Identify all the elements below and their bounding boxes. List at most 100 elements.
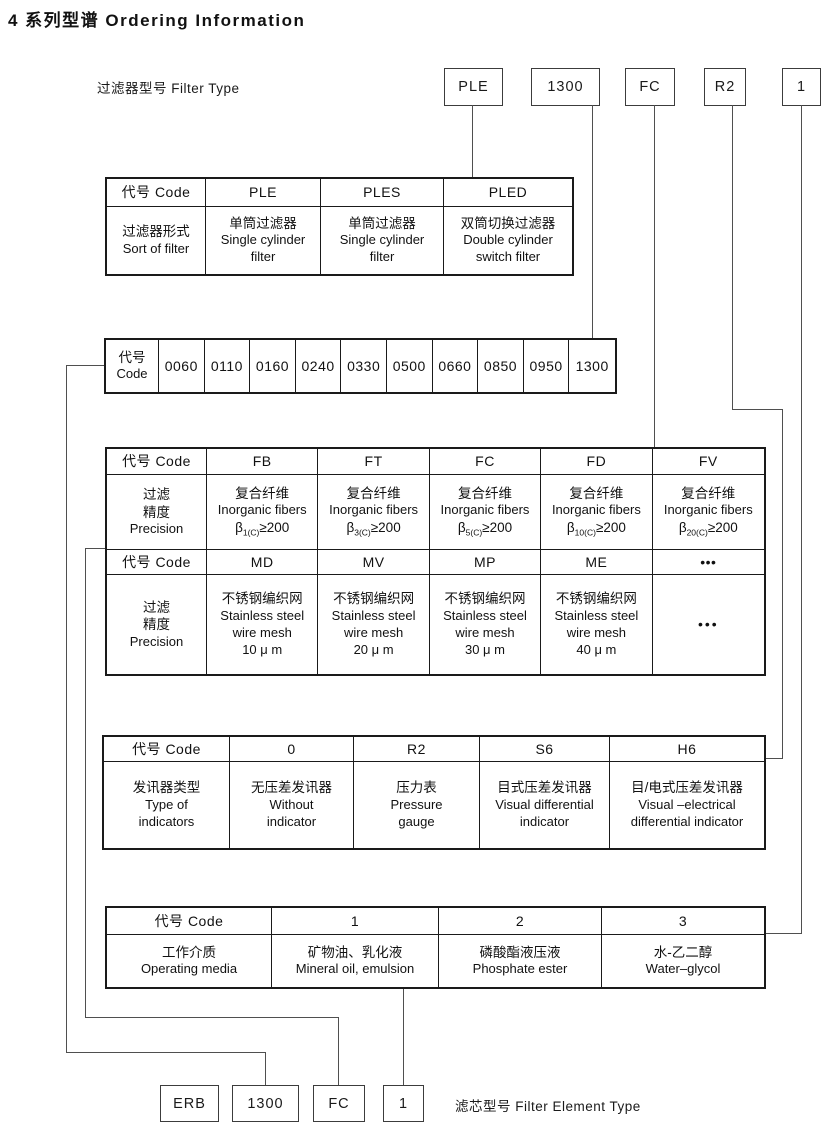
body-cell-ples: 单筒过滤器 Single cylinder filter bbox=[321, 207, 444, 274]
cell-en: switch filter bbox=[475, 249, 541, 265]
header-text: FV bbox=[698, 453, 718, 470]
cell-cn: 目/电式压差发讯器 bbox=[631, 780, 743, 796]
connector-1300-line bbox=[592, 105, 593, 338]
connector-r2-line-h1 bbox=[732, 409, 783, 410]
body-cell-fv: 复合纤维 Inorganic fibers β20(C)≥200 bbox=[652, 475, 764, 550]
header-text: ME bbox=[585, 553, 608, 570]
header-text: 代号 Code bbox=[121, 184, 191, 201]
cell-en: Inorganic fibers bbox=[217, 502, 307, 518]
body-cell-0: 无压差发讯器 Without indicator bbox=[230, 762, 354, 848]
row-label-en: Operating media bbox=[140, 961, 238, 977]
size-cell: 1300 bbox=[569, 340, 615, 392]
header-text: R2 bbox=[407, 740, 426, 757]
cell-en: indicator bbox=[519, 813, 570, 829]
connector-1-line-v bbox=[801, 105, 802, 933]
header-cell-me: ME bbox=[541, 550, 653, 575]
cell-en: Stainless steel bbox=[554, 607, 639, 623]
cell-cn: 无压差发讯器 bbox=[251, 780, 332, 796]
cell-en: Water–glycol bbox=[645, 961, 721, 977]
body-cell-ft: 复合纤维 Inorganic fibers β3(C)≥200 bbox=[318, 475, 430, 550]
row-label-cn: 过滤 bbox=[143, 487, 170, 502]
body-cell-r2: 压力表 Pressure gauge bbox=[354, 762, 480, 848]
size-text: 0110 bbox=[210, 357, 243, 374]
page-title: 4 系列型谱 Ordering Information bbox=[8, 11, 306, 30]
size-text: 0950 bbox=[529, 357, 563, 374]
header-text: MV bbox=[362, 553, 385, 570]
model-box-1: 1 bbox=[782, 68, 821, 106]
cell-en: Without bbox=[269, 796, 314, 812]
row-label-cn: 工作介质 bbox=[162, 944, 216, 960]
size-cell: 0240 bbox=[296, 340, 342, 392]
header-text: H6 bbox=[677, 740, 697, 757]
element-box-1-text: 1 bbox=[398, 1095, 409, 1112]
cell-en: Visual differential bbox=[495, 796, 594, 812]
cell-en: filter bbox=[369, 249, 395, 265]
size-cell: 0660 bbox=[433, 340, 479, 392]
header-text: FC bbox=[475, 453, 495, 470]
body-cell-fb: 复合纤维 Inorganic fibers β1(C)≥200 bbox=[207, 475, 319, 550]
cell-cn: 不锈钢编织网 bbox=[555, 591, 637, 607]
mesh-size: 10 μ m bbox=[242, 641, 283, 657]
cell-en: gauge bbox=[398, 813, 435, 829]
connector-r2-line-v2 bbox=[782, 409, 783, 758]
header-text: 3 bbox=[678, 912, 688, 929]
cell-en: Inorganic fibers bbox=[551, 502, 641, 518]
size-cell: 0950 bbox=[524, 340, 570, 392]
size-text: 1300 bbox=[575, 357, 609, 374]
cell-en: Single cylinder bbox=[339, 232, 425, 248]
size-text: 0850 bbox=[483, 357, 518, 374]
cell-en: filter bbox=[250, 249, 276, 265]
row-label-cn: 发讯器类型 bbox=[132, 780, 201, 796]
header-cell-code: 代号 Code bbox=[107, 449, 207, 475]
connector-precision-line-h2 bbox=[85, 1017, 339, 1018]
cell-cn: 矿物油、乳化液 bbox=[307, 944, 403, 960]
media-table: 代号 Code 1 2 3 工作介质 Operating media 矿物油、乳… bbox=[105, 906, 766, 989]
cell-en: wire mesh bbox=[232, 624, 292, 640]
ellipsis-text: ••• bbox=[700, 553, 717, 570]
cell-en: Stainless steel bbox=[220, 607, 305, 623]
header-cell-mp: MP bbox=[429, 550, 542, 575]
size-cell: 0850 bbox=[478, 340, 524, 392]
precision-table: 代号 Code FB FT FC FD FV 过滤 精度 Precision 复… bbox=[105, 447, 766, 676]
cell-cn: 单筒过滤器 bbox=[348, 215, 416, 231]
connector-r2-line-h2 bbox=[762, 758, 783, 759]
header-cell-code: 代号 Code bbox=[107, 550, 207, 575]
header-text: 代号 Code bbox=[122, 553, 191, 570]
cell-cn: 双筒切换过滤器 bbox=[460, 215, 556, 231]
code-label-cell: 代号 Code bbox=[106, 340, 159, 392]
size-text: 0160 bbox=[255, 357, 290, 374]
connector-precision-line-v1 bbox=[85, 548, 86, 1018]
cell-en: wire mesh bbox=[343, 624, 404, 640]
size-cell: 0330 bbox=[341, 340, 387, 392]
connector-size-line-h1 bbox=[66, 365, 105, 366]
element-box-1300: 1300 bbox=[232, 1085, 299, 1122]
cell-en: wire mesh bbox=[455, 624, 515, 640]
filter-type-label: 过滤器型号 Filter Type bbox=[97, 81, 240, 96]
body-cell-me: 不锈钢编织网 Stainless steel wire mesh 40 μ m bbox=[541, 575, 653, 674]
size-cell: 0500 bbox=[387, 340, 433, 392]
code-label-en: Code bbox=[116, 366, 148, 382]
connector-precision-line-h1 bbox=[85, 548, 105, 549]
body-cell-md: 不锈钢编织网 Stainless steel wire mesh 10 μ m bbox=[207, 575, 319, 674]
header-text: FT bbox=[364, 453, 383, 470]
size-cell: 0060 bbox=[159, 340, 205, 392]
header-text: 1 bbox=[350, 912, 360, 929]
header-text: MP bbox=[473, 553, 496, 570]
header-cell-fb: FB bbox=[207, 449, 319, 475]
header-cell-ft: FT bbox=[318, 449, 430, 475]
row-label-cell: 过滤 精度 Precision bbox=[107, 575, 207, 674]
header-text: FB bbox=[252, 453, 272, 470]
connector-size-line-v2 bbox=[265, 1052, 266, 1085]
row-label-cell: 发讯器类型 Type of indicators bbox=[104, 762, 230, 848]
header-cell-ples: PLES bbox=[321, 179, 444, 207]
header-text: 0 bbox=[287, 740, 296, 757]
size-cell: 0110 bbox=[205, 340, 251, 392]
body-cell-fd: 复合纤维 Inorganic fibers β10(C)≥200 bbox=[541, 475, 653, 550]
row-label-cn: 精度 bbox=[143, 617, 170, 633]
header-cell-2: 2 bbox=[439, 908, 602, 935]
header-text: PLES bbox=[363, 184, 401, 201]
indicator-table: 代号 Code 0 R2 S6 H6 发讯器类型 Type of indicat… bbox=[102, 735, 766, 850]
header-cell-fd: FD bbox=[541, 449, 653, 475]
cell-cn: 压力表 bbox=[396, 780, 437, 796]
